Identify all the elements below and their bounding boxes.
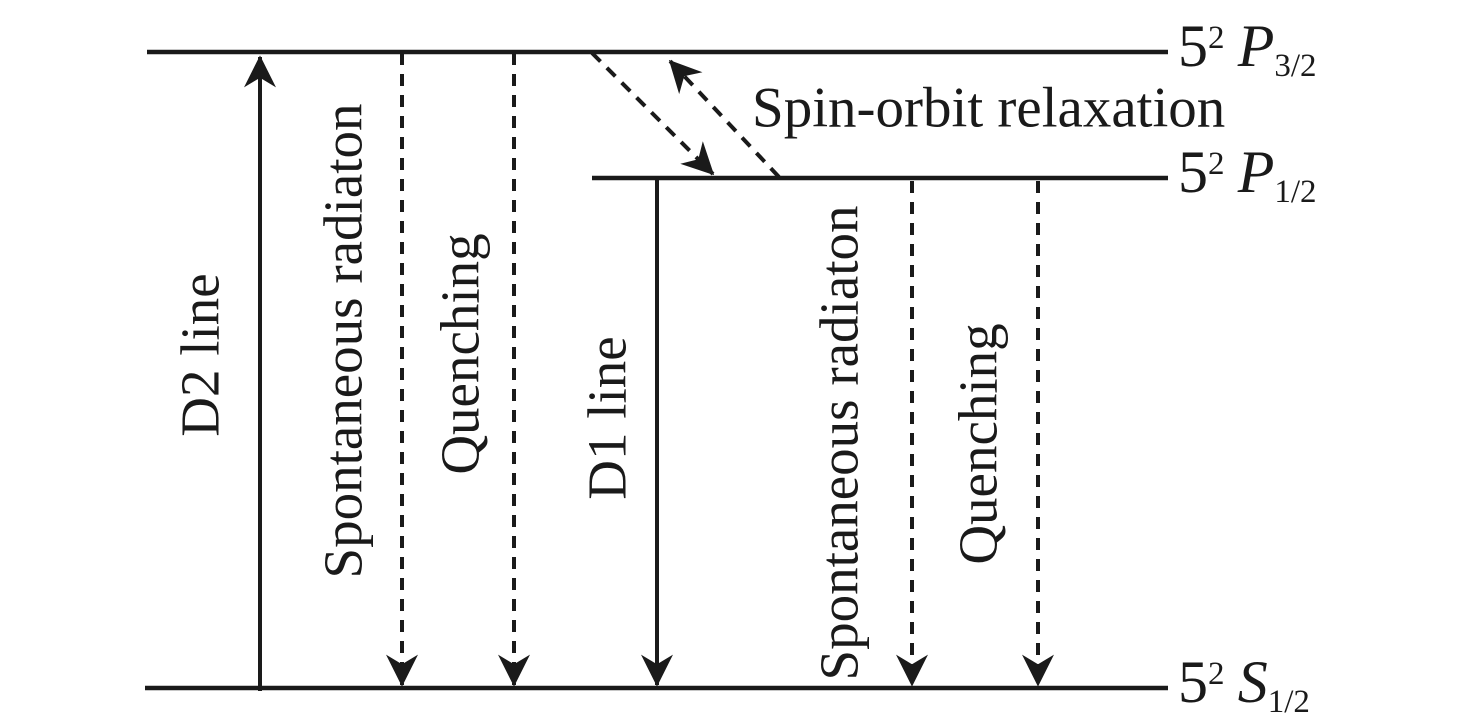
level-term-symbol: P	[1237, 13, 1275, 79]
level-base: 5	[1178, 13, 1208, 79]
spin-orbit-relaxation-label: Spin-orbit relaxation	[752, 76, 1226, 140]
quenching-label-right: Quenching	[947, 323, 1009, 565]
level-term-symbol: S	[1237, 649, 1268, 715]
spin-orbit-up-arrow	[668, 59, 781, 179]
level-subscript: 3/2	[1274, 47, 1317, 84]
level-subscript: 1/2	[1267, 683, 1310, 720]
level-superscript: 2	[1208, 145, 1225, 182]
spontaneous-radiation-label-left: Spontaneous radiaton	[312, 103, 374, 579]
spontaneous-radiation-label-right: Spontaneous radiaton	[808, 205, 870, 681]
level-base: 5	[1178, 649, 1208, 715]
spin-orbit-down-arrow	[590, 51, 715, 176]
quenching-label-left: Quenching	[429, 233, 491, 475]
level-term-symbol: P	[1237, 139, 1275, 205]
level-base: 5	[1178, 139, 1208, 205]
d2-line-label: D2 line	[169, 273, 231, 437]
d1-line-label: D1 line	[576, 336, 638, 500]
level-subscript: 1/2	[1274, 173, 1317, 210]
level-superscript: 2	[1208, 19, 1225, 56]
level-superscript: 2	[1208, 655, 1225, 692]
